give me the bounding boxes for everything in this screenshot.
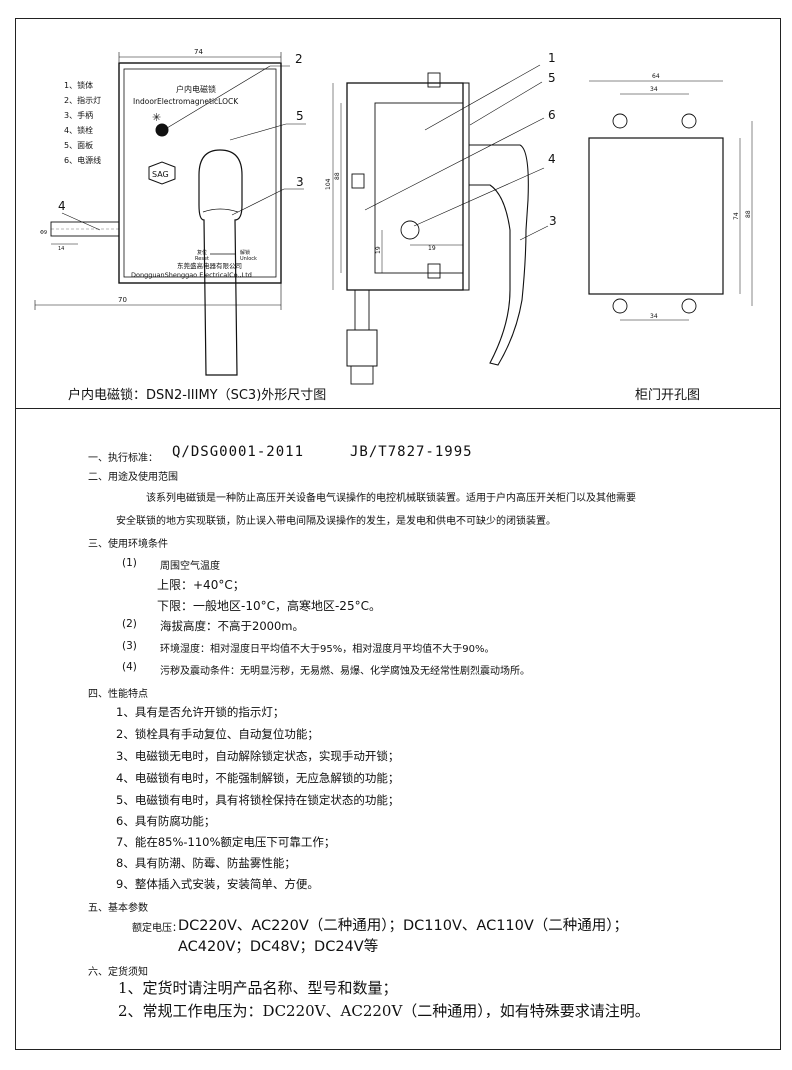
dim-bolt-len: 14 [58,246,64,252]
handle-outline [198,149,243,376]
company-en: DongguanShenggao ElectricalCo.,Ltd [131,271,252,279]
unlock-cn: 解锁 [240,249,250,256]
callout-3-front: 3 [296,175,304,189]
s3-item2-num: (2) [122,618,137,630]
callout-3-side: 3 [549,214,557,228]
s3-item1-text: 周围空气温度 [160,561,220,572]
callout-5-side: 5 [548,71,556,85]
s5-title: 五、基本参数 [88,903,148,914]
callout-5-front: 5 [296,109,304,123]
dim-hole-w1: 64 [652,73,660,80]
callout-2: 2 [295,52,303,66]
front-label-cn: 户内电磁锁 [176,84,216,94]
callout-4-side: 4 [548,152,556,166]
feature-6: 6、具有防腐功能； [116,814,216,828]
feature-5: 5、电磁锁有电时，具有将锁栓保持在锁定状态的功能； [116,793,400,807]
reset-en: Reset [195,256,209,262]
dim-front-width: 74 [194,48,203,56]
caption-main: 户内电磁锁：DSN2-IIIMY（SC3)外形尺寸图 [68,388,327,403]
callout-1: 1 [548,51,556,65]
feature-3: 3、电磁锁无电时，自动解除锁定状态，实现手动开锁； [116,749,400,763]
dim-hole-h1: 74 [733,212,740,220]
side-view: 104 88 19 19 1 5 6 4 3 [325,51,557,385]
standard-1: Q/DSG0001-2011 [172,444,305,460]
s3-item3-text: 环境湿度：相对湿度日平均值不大于95%，相对湿度月平均值不大于90%。 [160,644,495,655]
dim-hole-w2: 34 [650,86,658,93]
standard-2: JB/T7827-1995 [350,444,473,460]
callout-4-front: 4 [58,199,66,213]
dim-side-h1: 104 [325,178,332,190]
dim-side-h2: 88 [334,172,341,180]
s3-item3-num: (3) [122,640,137,652]
s3-lower: 下限：一般地区-10°C，高寒地区-25°C。 [157,599,381,613]
voltage-line-2: AC420V；DC48V；DC24V等 [178,939,379,955]
dim-side-x: 19 [428,245,436,252]
feature-9: 9、整体插入式安装，安装简单、方便。 [116,877,319,891]
order-note-2: 2、常规工作电压为：DC220V、AC220V（二种通用），如有特殊要求请注明。 [118,1002,650,1020]
svg-text:3、手柄: 3、手柄 [64,110,93,120]
s3-title: 三、使用环境条件 [88,539,168,550]
feature-2: 2、锁栓具有手动复位、自动复位功能； [116,727,319,741]
svg-text:4、锁栓: 4、锁栓 [64,125,93,135]
feature-8: 8、具有防潮、防霉、防盐雾性能； [116,856,296,870]
light-glyph-icon: ✳ [152,111,161,124]
s5-label: 额定电压： [132,923,182,934]
reset-cn: 复位 [197,249,207,256]
company-cn: 东莞盛高电器有限公司 [177,261,242,270]
s2-paragraph-2: 安全联锁的地方实现联锁，防止误入带电间隔及误操作的发生，是发电和供电不可缺少的闭… [116,516,556,527]
feature-7: 7、能在85%-110%额定电压下可靠工作； [116,835,336,849]
parts-list: 1、锁体 2、指示灯 3、手柄 4、锁栓 5、面板 6、电源线 [64,80,101,165]
indicator-light-icon [155,123,169,137]
front-label-en: IndoorElectromagneticLOCK [133,97,239,106]
dim-hole-bottom: 34 [650,313,658,320]
dim-front-total: 70 [118,296,127,304]
document-border [15,18,781,1050]
feature-4: 4、电磁锁有电时，不能强制解锁，无应急解锁的功能； [116,771,400,785]
svg-text:2、指示灯: 2、指示灯 [64,95,101,105]
caption-hole: 柜门开孔图 [635,388,701,403]
callout-6: 6 [548,108,556,122]
svg-text:5、面板: 5、面板 [64,140,93,150]
dimension-drawing: 74 户内电磁锁 IndoorElectromagneticLOCK ✳ SAG… [34,48,753,385]
s3-item4-num: (4) [122,661,137,673]
s4-title: 四、性能特点 [88,689,148,700]
unlock-en: Unlock [240,256,257,262]
front-view: 74 户内电磁锁 IndoorElectromagneticLOCK ✳ SAG… [34,48,306,376]
hole-view: 64 34 34 74 88 [588,73,753,321]
s3-item4-text: 污秽及震动条件：无明显污秽，无易燃、易爆、化学腐蚀及无经常性剧烈震动场所。 [160,666,530,677]
svg-text:SAG: SAG [152,170,169,179]
s3-upper: 上限：+40°C； [157,578,245,592]
svg-text:6、电源线: 6、电源线 [64,155,101,165]
voltage-line-1: DC220V、AC220V（二种通用）；DC110V、AC110V（二种通用）； [178,918,629,934]
dim-hole-h2: 88 [745,210,752,218]
dim-bolt-dia: Φ9 [40,230,47,236]
sag-logo-icon: SAG [148,161,176,185]
feature-1: 1、具有是否允许开锁的指示灯； [116,705,285,719]
dim-side-y: 19 [375,246,382,254]
svg-text:1、锁体: 1、锁体 [64,80,93,90]
order-note-1: 1、定货时请注明产品名称、型号和数量； [118,979,398,997]
s3-item1-num: (1) [122,557,137,569]
s1-title: 一、执行标准： [88,453,158,464]
section-divider [15,408,781,409]
s3-item2-text: 海拔高度：不高于2000m。 [160,619,304,633]
s2-title: 二、用途及使用范围 [88,472,178,483]
s2-paragraph-1: 该系列电磁锁是一种防止高压开关设备电气误操作的电控机械联锁装置。适用于户内高压开… [146,493,636,504]
s6-title: 六、定货须知 [88,967,148,978]
